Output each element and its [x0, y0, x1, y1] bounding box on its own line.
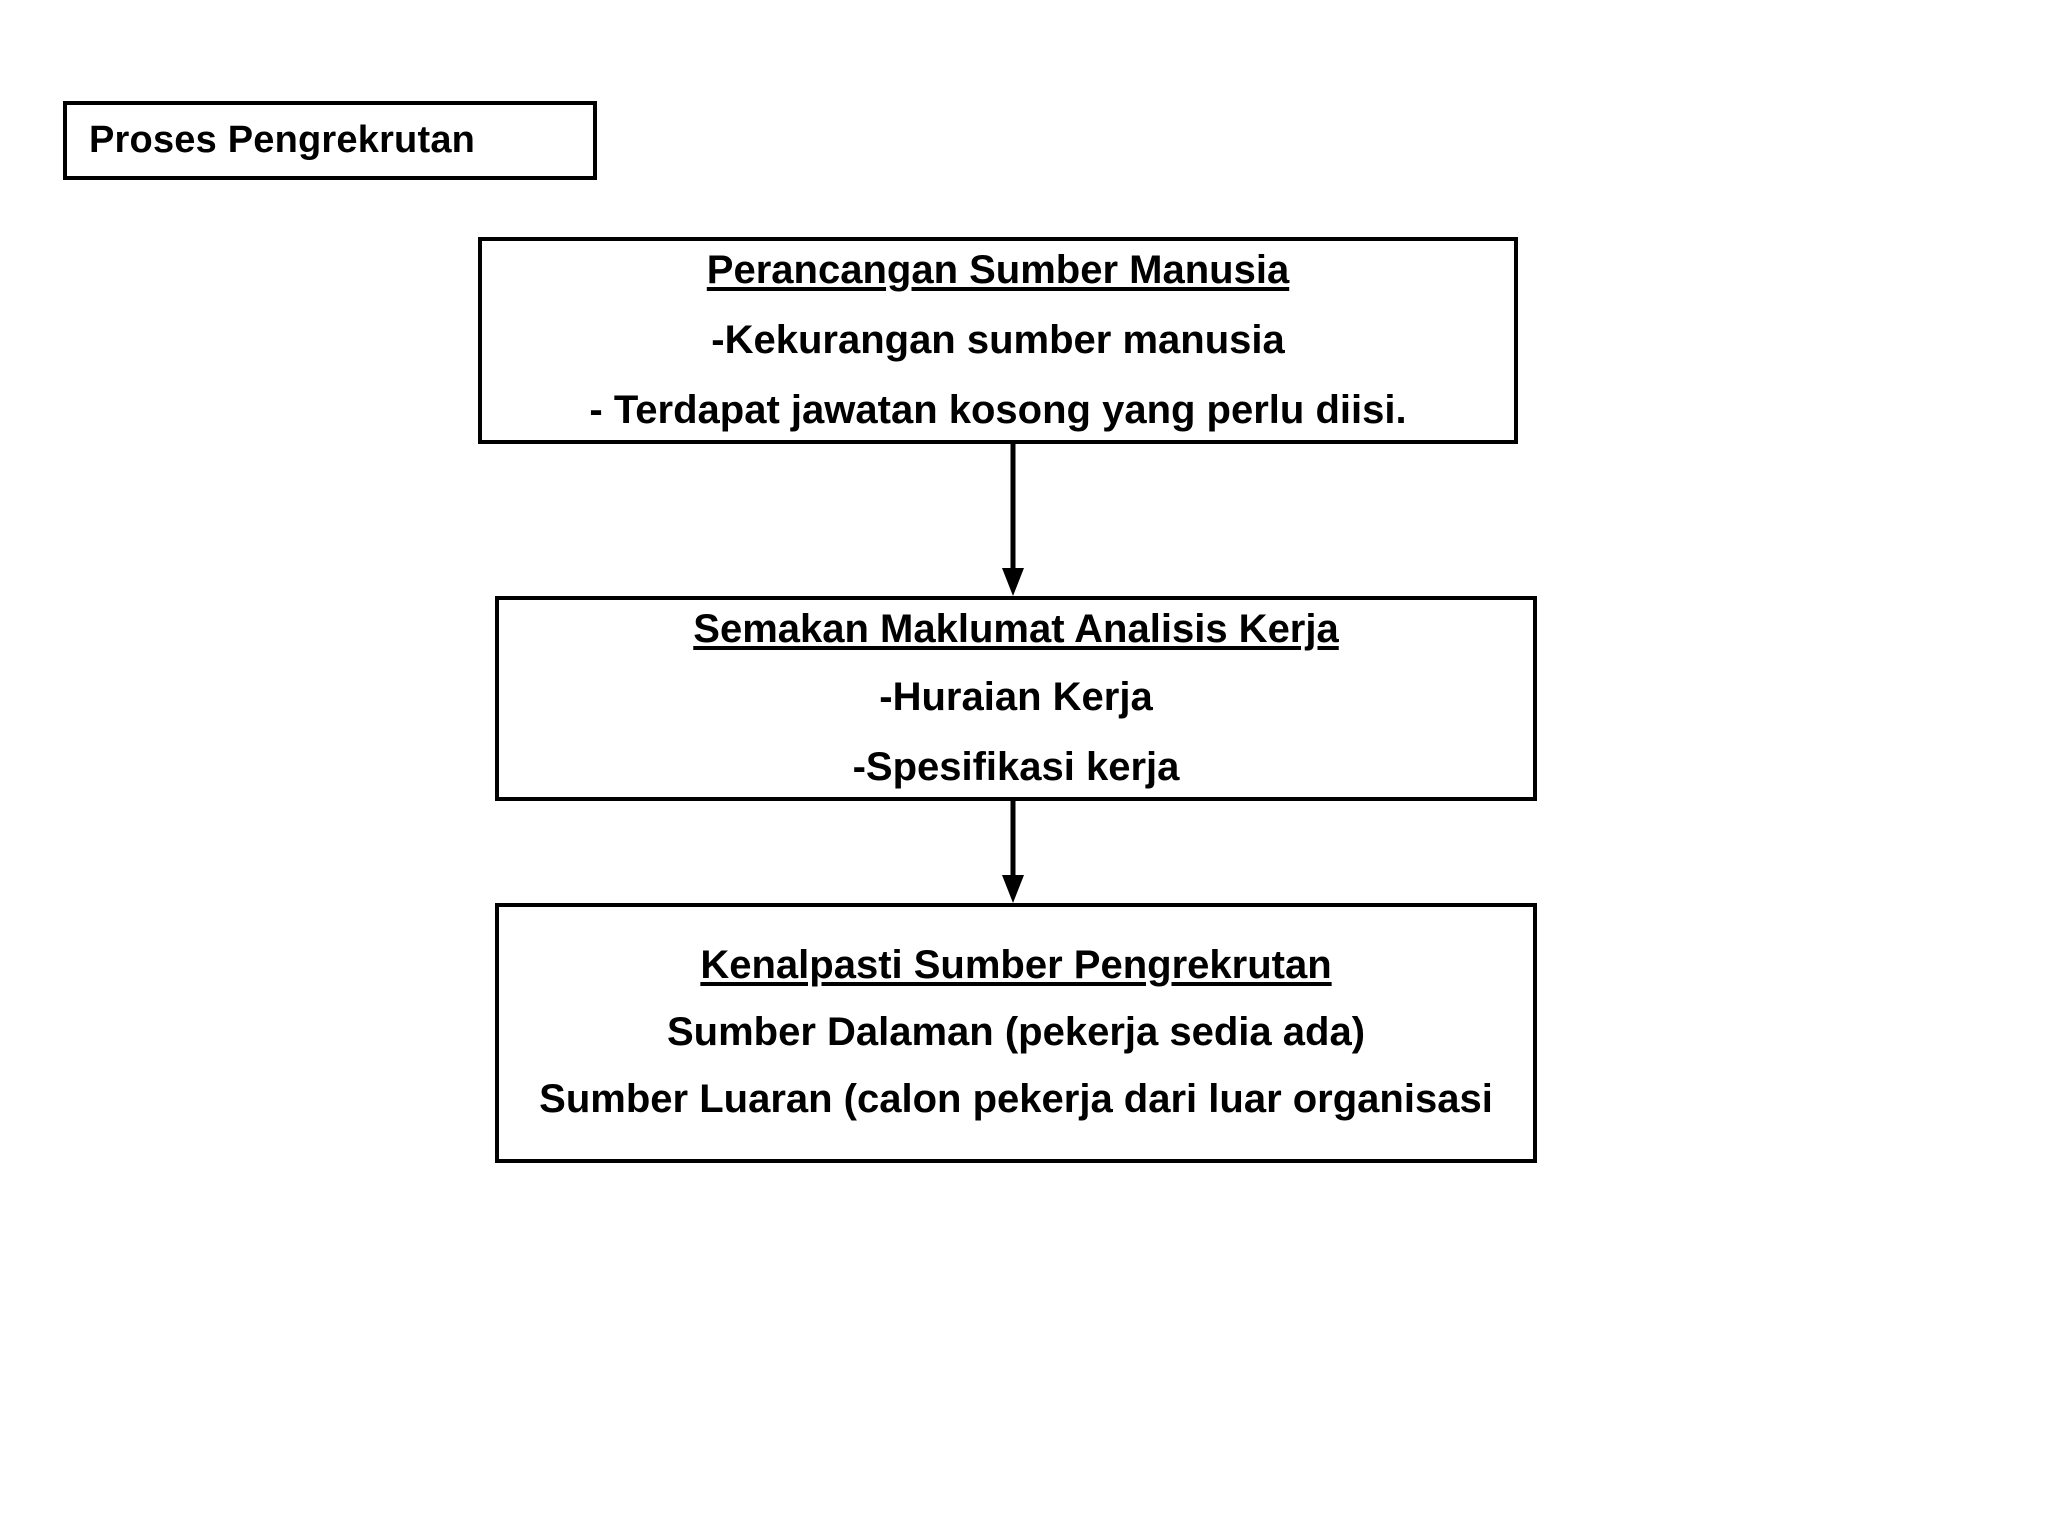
- flow-node-semakan-maklumat-analisis-kerja: Semakan Maklumat Analisis Kerja -Huraian…: [495, 596, 1537, 801]
- page-title: Proses Pengrekrutan: [89, 118, 476, 161]
- flow-node-line: - Terdapat jawatan kosong yang perlu dii…: [589, 387, 1407, 432]
- flow-node-line: -Spesifikasi kerja: [852, 744, 1180, 789]
- down-arrow-icon: [1000, 801, 1026, 903]
- flow-node-heading: Semakan Maklumat Analisis Kerja: [693, 606, 1339, 651]
- flow-node-line: Sumber Dalaman (pekerja sedia ada): [666, 1009, 1366, 1054]
- flow-node-line: -Huraian Kerja: [879, 675, 1153, 720]
- down-arrow-icon: [1000, 444, 1026, 596]
- flow-node-perancangan-sumber-manusia: Perancangan Sumber Manusia -Kekurangan s…: [478, 237, 1518, 444]
- flow-node-heading: Kenalpasti Sumber Pengrekrutan: [700, 943, 1332, 987]
- flow-node-line: Sumber Luaran (calon pekerja dari luar o…: [539, 1077, 1493, 1122]
- flow-node-heading: Perancangan Sumber Manusia: [706, 247, 1290, 292]
- flow-node-kenalpasti-sumber-pengrekrutan: Kenalpasti Sumber Pengrekrutan Sumber Da…: [495, 903, 1537, 1163]
- flow-node-line: -Kekurangan sumber manusia: [711, 318, 1285, 363]
- title-box: Proses Pengrekrutan: [63, 101, 597, 180]
